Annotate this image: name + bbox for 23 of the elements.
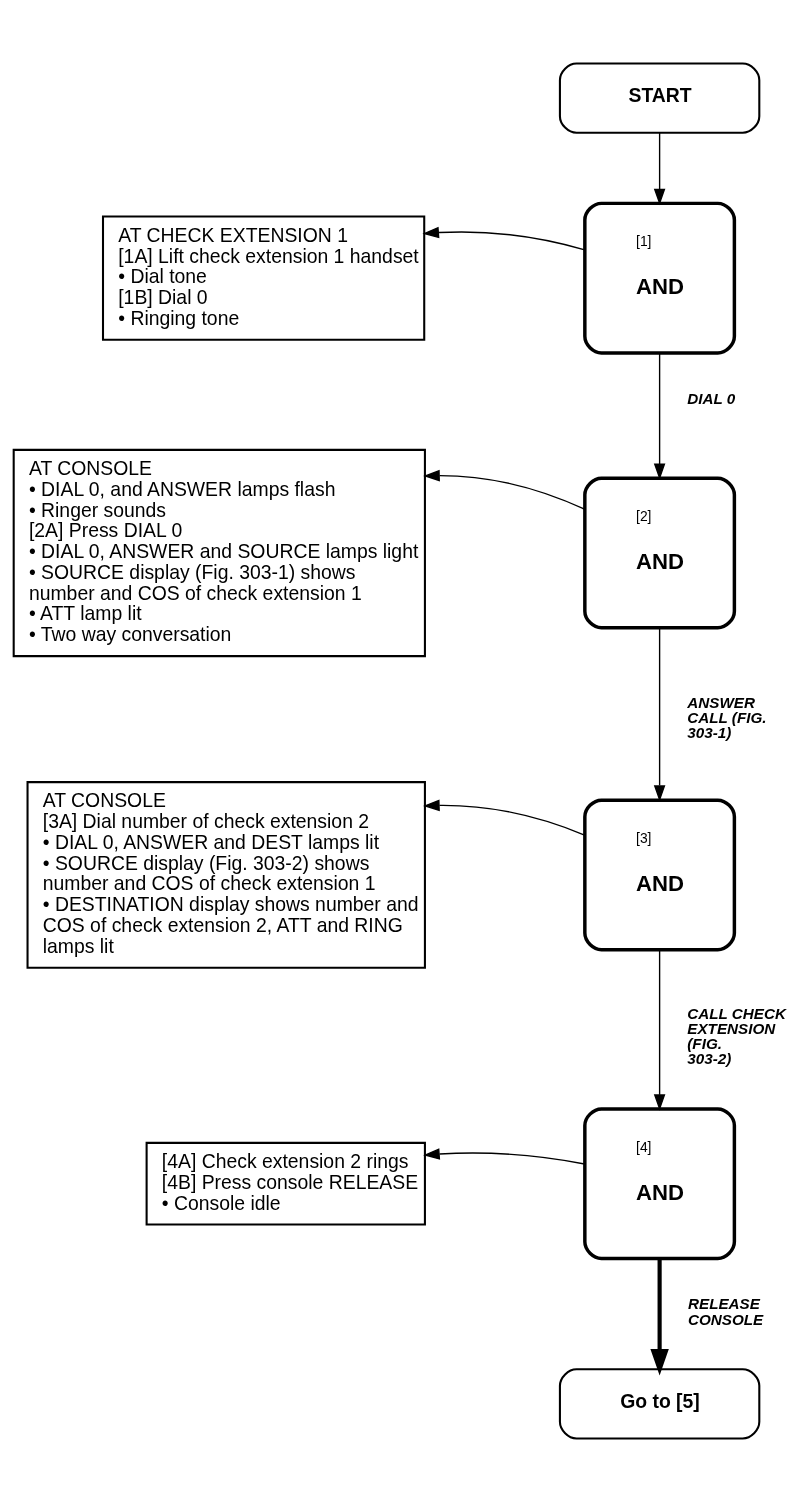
edge-label: RELEASE CONSOLE bbox=[688, 1295, 764, 1328]
node-box: Go to [5] bbox=[558, 1368, 761, 1440]
node-box: [3] AND bbox=[583, 798, 737, 952]
node-box: START bbox=[558, 62, 761, 134]
arrow bbox=[422, 226, 586, 251]
edge-label: ANSWER CALL (FIG. 303-1) bbox=[687, 693, 767, 742]
arrow bbox=[653, 949, 666, 1111]
node-box: [1] AND bbox=[583, 201, 737, 355]
arrow bbox=[423, 469, 586, 510]
node-box: [2] AND bbox=[583, 476, 737, 630]
edge-label: CALL CHECK EXTENSION (FIG. 303-2) bbox=[687, 1004, 786, 1068]
node-box: AT CHECK EXTENSION 1 [1A] Lift check extension 1 handset • Dial tone [1B] Dial 0 • Ringing tone bbox=[101, 215, 426, 341]
edge-label: DIAL 0 bbox=[687, 389, 736, 407]
arrow bbox=[653, 627, 666, 802]
arrow bbox=[423, 799, 586, 836]
node-box: AT CONSOLE [3A] Dial number of check extension 2 • DIAL 0, ANSWER and DEST lamps lit • SOURCE display (Fig. 303-2) shows number and COS of check extension 1 • DESTINATION display shows number and COS of check extension 2, ATT and RING lamps lit bbox=[26, 781, 426, 969]
arrow bbox=[650, 1258, 669, 1376]
node-box: [4] AND bbox=[583, 1107, 737, 1261]
node-box: AT CONSOLE • DIAL 0, and ANSWER lamps flash • Ringer sounds [2A] Press DIAL 0 • DIAL 0, ANSWER and SOURCE lamps light • SOURCE display (Fig. 303-1) shows number and COS of check extension 1 • ATT lamp lit • Two way conversation bbox=[12, 448, 426, 658]
arrow bbox=[423, 1148, 586, 1165]
arrow bbox=[653, 352, 666, 480]
arrow bbox=[653, 132, 666, 206]
node-box: [4A] Check extension 2 rings [4B] Press console RELEASE • Console idle bbox=[145, 1141, 426, 1226]
